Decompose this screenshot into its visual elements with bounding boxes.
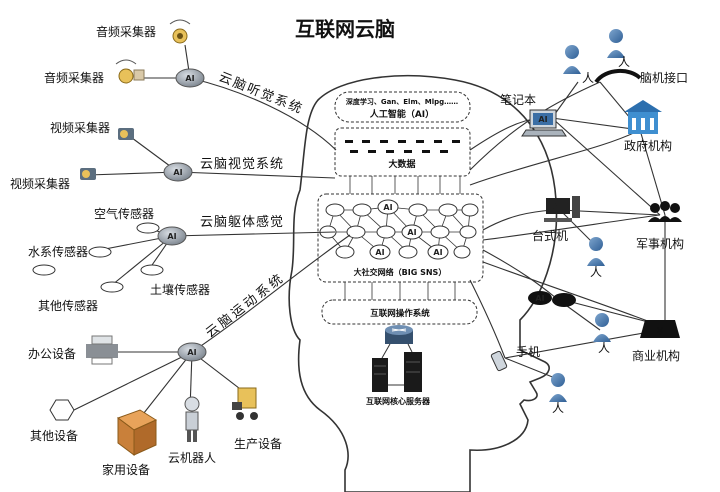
label-soil-sensor: 土壤传感器 [150,282,210,297]
ai-layer-text: 深度学习、Gan、Elm、Mlpg…… [346,97,458,106]
servers-label: 互联网核心服务器 [366,396,431,406]
audio-collector-icon [169,19,191,44]
military-icon [648,201,682,222]
label-bci: 脑机接口 [640,70,688,85]
os-box [321,299,478,325]
server-icons [372,352,422,392]
system-hearing-label: 云脑听觉系统 [217,70,306,118]
printer-icon [86,335,118,365]
person-icon-3 [587,237,605,266]
production-device-icon [232,387,258,420]
hub-vision: AI [163,162,193,182]
hub-body: AI [157,226,187,246]
label-audio-1: 音频采集器 [96,24,156,39]
bci-headset-icon [594,69,642,84]
label-laptop: 笔记本 [500,92,536,107]
label-person-2: 人 [618,55,630,69]
network-ai-3: AI [375,248,384,257]
layer-connectors [344,176,461,300]
vr-glasses-icon: AI [528,291,576,307]
network-label: 大社交网络（BIG SNS） [354,267,447,277]
business-yen: ¥ [657,325,664,338]
hub-body-label: AI [167,232,176,241]
hub-motion-label: AI [187,348,196,357]
label-business: 商业机构 [632,348,680,363]
hub-vision-label: AI [173,168,182,177]
label-gov: 政府机构 [624,138,672,153]
hub-hearing-label: AI [185,74,194,83]
video-collector-icon-2 [80,168,96,180]
other-device-icon [49,399,75,421]
label-audio-2: 音频采集器 [44,70,104,85]
left-connection-lines [73,44,351,419]
phone-icon [490,350,508,372]
label-person-1: 人 [582,71,594,85]
desktop-icon: AI [544,196,580,222]
person-icon-1 [563,45,581,74]
label-phone: 手机 [516,345,540,359]
bigdata-dots [345,140,460,153]
laptop-icon: AI [521,109,567,137]
robot-icon [184,396,200,442]
label-desktop: 台式机 [532,228,568,243]
vr-ai: AI [535,294,544,303]
os-label: 互联网操作系统 [370,308,430,319]
home-device-icon [116,409,158,456]
label-production: 生产设备 [234,437,282,451]
network-nodes [319,199,479,260]
video-collector-icon [118,128,134,140]
label-robot: 云机器人 [168,451,216,465]
person-icon-4 [593,313,611,342]
label-office: 办公设备 [28,346,76,361]
system-body-label: 云脑躯体感觉 [200,214,284,230]
system-motion-label: 云脑运动系统 [203,270,288,341]
business-icon: ¥ [640,320,680,338]
sensor-icons [32,222,164,293]
hub-hearing: AI [175,68,205,88]
hub-motion: AI [177,342,207,362]
network-ai-2: AI [407,228,416,237]
label-person-5: 人 [552,401,564,415]
system-vision-label: 云脑视觉系统 [200,157,284,172]
label-other-device: 其他设备 [30,429,78,443]
label-water-sensor: 水系传感器 [28,244,88,259]
label-military: 军事机构 [636,236,684,251]
desktop-ai: AI [553,202,562,211]
ai-layer-box [334,91,471,123]
router-icon [385,325,413,344]
label-air-sensor: 空气传感器 [94,206,154,221]
label-video-1: 视频采集器 [50,120,110,135]
label-person-4: 人 [598,341,610,355]
laptop-ai: AI [538,115,547,124]
person-icon-5 [549,373,567,402]
label-video-2: 视频采集器 [10,176,70,191]
label-other-sensor: 其他传感器 [38,298,98,313]
bigdata-label: 大数据 [388,158,415,170]
person-icon-2 [607,29,625,58]
network-ai-1: AI [383,203,392,212]
ai-layer-sub: 人工智能（AI） [369,108,434,120]
label-home-device: 家用设备 [102,462,150,477]
network-ai-4: AI [433,248,442,257]
diagram-title: 互联网云脑 [295,17,395,41]
audio-collector-icon-2 [115,59,145,84]
gov-building-icon [624,100,662,134]
server-links [381,343,413,386]
label-person-3: 人 [590,265,602,279]
